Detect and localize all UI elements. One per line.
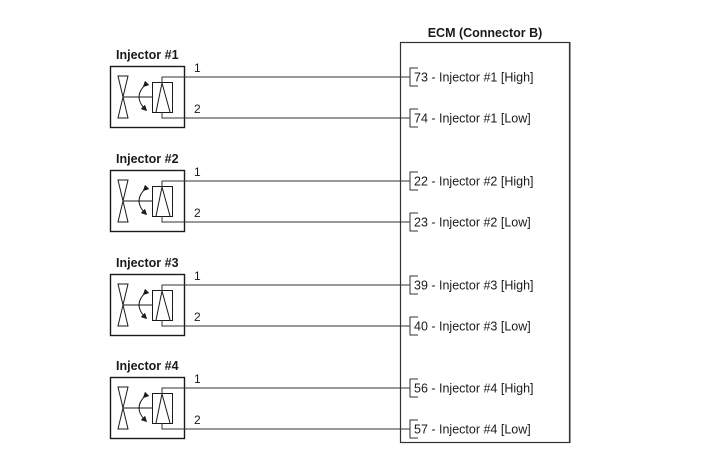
wire-low — [161, 423, 410, 430]
wire-number-high: 1 — [194, 372, 201, 386]
connector-pin-icon — [409, 67, 418, 87]
solenoid-valve-icon — [117, 283, 173, 327]
wire-high — [161, 284, 410, 291]
injector-1: Injector #1 1 2 73 - Injector #1 [High] 74 -… — [109, 48, 534, 129]
injector-layer: Injector #1 1 2 73 - Injector #1 [High] 74 -… — [109, 48, 534, 440]
injector-box — [109, 169, 186, 233]
terminal-high: 22 - Injector #2 [High] — [414, 175, 534, 189]
solenoid-valve-icon — [117, 386, 173, 430]
wire-number-low: 2 — [194, 310, 201, 324]
injector-label: Injector #3 — [116, 256, 179, 270]
wire-low — [161, 320, 410, 327]
injector-box — [109, 65, 186, 129]
solenoid-valve-icon — [117, 75, 173, 119]
injector-3: Injector #3 1 2 39 - Injector #3 [High] 40 -… — [109, 256, 534, 337]
injector-box — [109, 376, 186, 440]
ecm-connector: ECM (Connector B) — [399, 26, 571, 444]
ecm-title: ECM (Connector B) — [428, 26, 543, 40]
terminal-low: 57 - Injector #4 [Low] — [414, 423, 531, 437]
injector-box — [109, 273, 186, 337]
terminal-high: 73 - Injector #1 [High] — [414, 71, 534, 85]
connector-pin-icon — [409, 171, 418, 191]
injector-2: Injector #2 1 2 22 - Injector #2 [High] 23 -… — [109, 152, 534, 233]
connector-pin-icon — [409, 275, 418, 295]
terminal-high: 56 - Injector #4 [High] — [414, 382, 534, 396]
wire-high — [161, 180, 410, 187]
injector-label: Injector #4 — [116, 359, 179, 373]
wire-number-high: 1 — [194, 61, 201, 75]
injector-label: Injector #1 — [116, 48, 179, 62]
wire-number-high: 1 — [194, 165, 201, 179]
terminal-low: 23 - Injector #2 [Low] — [414, 216, 531, 230]
wire-number-high: 1 — [194, 269, 201, 283]
wire-high — [161, 76, 410, 83]
wire-number-low: 2 — [194, 102, 201, 116]
terminal-low: 40 - Injector #3 [Low] — [414, 320, 531, 334]
terminal-high: 39 - Injector #3 [High] — [414, 279, 534, 293]
wire-high — [161, 387, 410, 394]
solenoid-valve-icon — [117, 179, 173, 223]
connector-pin-icon — [409, 108, 418, 128]
wire-low — [161, 112, 410, 119]
wire-number-low: 2 — [194, 413, 201, 427]
connector-pin-icon — [409, 378, 418, 398]
injector-label: Injector #2 — [116, 152, 179, 166]
ecm-box — [399, 41, 571, 444]
terminal-low: 74 - Injector #1 [Low] — [414, 112, 531, 126]
connector-pin-icon — [409, 212, 418, 232]
wire-low — [161, 216, 410, 223]
injector-4: Injector #4 1 2 56 - Injector #4 [High] 57 -… — [109, 359, 534, 440]
connector-pin-icon — [409, 316, 418, 336]
wire-number-low: 2 — [194, 206, 201, 220]
connector-pin-icon — [409, 419, 418, 439]
